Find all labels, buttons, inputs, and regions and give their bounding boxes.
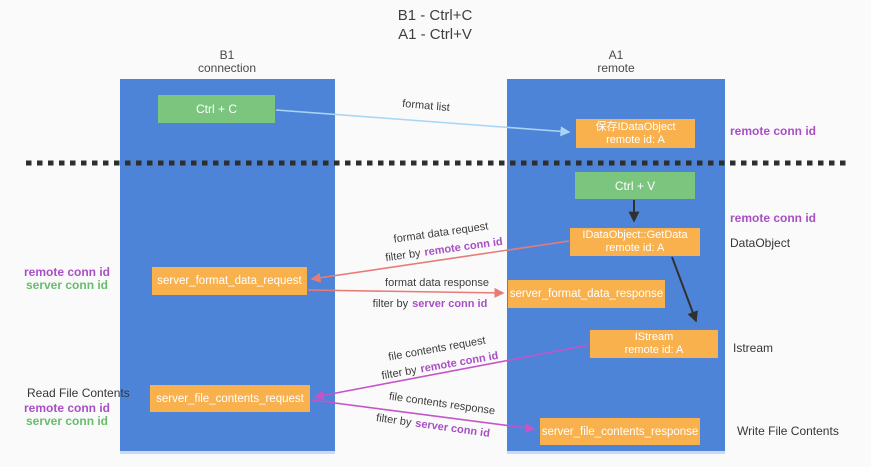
- title-line-1: B1 - Ctrl+C: [397, 7, 473, 24]
- annotation-remote-conn-id-left2: remote conn id: [23, 401, 110, 415]
- annotation-conn-ids-file: remote conn id server conn id: [22, 402, 112, 428]
- annotation-server-conn-id-left2: server conn id: [25, 414, 109, 428]
- node-server-format-data-response: server_format_data_response: [508, 280, 665, 308]
- filter-by-text: filter by: [375, 412, 413, 429]
- node-istream: IStream remote id: A: [590, 330, 718, 358]
- annotation-istream: Istream: [733, 341, 774, 355]
- node-saved-dataobject-line2: remote id: A: [606, 133, 665, 146]
- node-ctrl-v: Ctrl + V: [575, 172, 695, 199]
- node-server-file-contents-request-label: server_file_contents_request: [156, 392, 304, 405]
- column-b1-role: connection: [197, 61, 257, 75]
- column-header-b1: B1 connection: [198, 49, 256, 75]
- node-ctrl-v-label: Ctrl + V: [614, 178, 656, 193]
- diagram-title: B1 - Ctrl+C A1 - Ctrl+V: [398, 6, 473, 44]
- annotation-server-conn-id-left1: server conn id: [25, 278, 109, 292]
- column-b1-name: B1: [219, 48, 235, 62]
- node-server-file-contents-request: server_file_contents_request: [150, 385, 310, 412]
- label-filter-server-conn-id-2: filter by server conn id: [375, 412, 490, 440]
- column-a1-name: A1: [608, 48, 624, 62]
- node-istream-line2: remote id: A: [624, 344, 684, 356]
- arrow-format-data-response: [307, 287, 505, 298]
- node-ctrl-c: Ctrl + C: [158, 95, 275, 123]
- column-a1-role: remote: [597, 61, 635, 75]
- filter-by-text: filter by: [380, 364, 418, 383]
- annotation-remote-conn-id-mid: remote conn id: [730, 211, 817, 225]
- node-getdata-line2: remote id: A: [605, 242, 665, 254]
- filter-by-text: filter by: [372, 298, 409, 310]
- label-file-contents-response: file contents response: [388, 390, 496, 418]
- label-format-list: format list: [401, 97, 451, 115]
- filter-server-conn-id-value: server conn id: [412, 298, 488, 310]
- node-ctrl-c-label: Ctrl + C: [195, 102, 237, 116]
- label-filter-server-conn-id-1: filter by server conn id: [373, 298, 488, 310]
- annotation-read-file-contents: Read File Contents: [27, 386, 130, 400]
- node-server-format-data-request: server_format_data_request: [152, 267, 307, 295]
- node-server-file-contents-response: server_file_contents_response: [540, 418, 700, 445]
- node-istream-line1: IStream: [634, 331, 674, 343]
- node-server-format-data-response-label: server_format_data_response: [509, 288, 664, 300]
- node-idataobject-getdata: IDataObject::GetData remote id: A: [570, 228, 700, 256]
- label-format-data-response: format data response: [385, 277, 489, 289]
- title-line-2: A1 - Ctrl+V: [398, 26, 472, 43]
- node-server-file-contents-response-label: server_file_contents_response: [541, 425, 699, 438]
- node-getdata-line1: IDataObject::GetData: [582, 229, 688, 241]
- annotation-write-file-contents: Write File Contents: [737, 424, 839, 438]
- column-header-a1: A1 remote: [597, 49, 634, 75]
- annotation-remote-conn-id-top: remote conn id: [730, 124, 817, 138]
- node-saved-dataobject-line1: 保存IDataObject: [595, 120, 676, 133]
- annotation-conn-ids-format: remote conn id server conn id: [22, 266, 112, 292]
- filter-server-conn-id-value: server conn id: [414, 417, 491, 440]
- node-server-format-data-request-label: server_format_data_request: [157, 275, 302, 287]
- filter-by-text: filter by: [384, 247, 422, 265]
- annotation-dataobject: DataObject: [730, 236, 791, 250]
- annotation-remote-conn-id-left1: remote conn id: [23, 265, 110, 279]
- node-saved-dataobject: 保存IDataObject remote id: A: [576, 119, 695, 148]
